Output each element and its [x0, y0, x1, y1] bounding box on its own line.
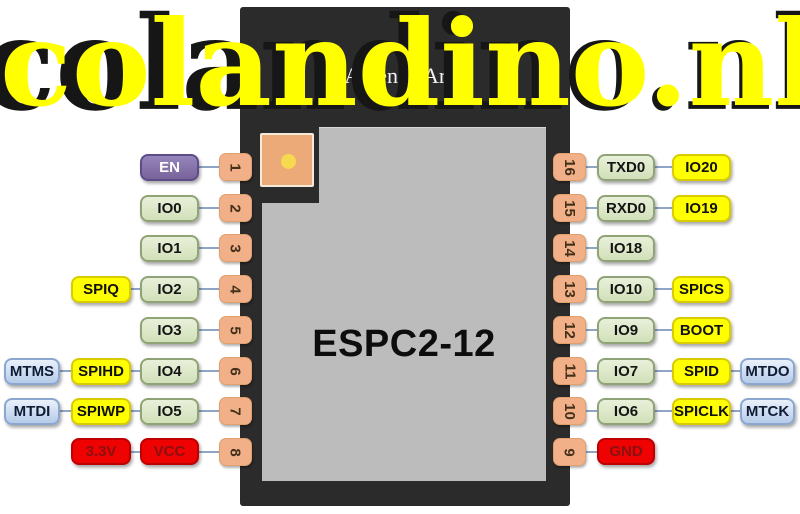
signal-box-io2: IO2	[140, 276, 199, 303]
pin-number: 9	[561, 447, 578, 457]
pin-pad-5: 5	[219, 316, 252, 344]
wire	[654, 166, 673, 168]
pin-number: 8	[227, 447, 244, 457]
pin-pad-6: 6	[219, 357, 252, 385]
signal-box-io9: IO9	[597, 317, 655, 344]
wire	[130, 451, 141, 453]
signal-box-io10: IO10	[597, 276, 655, 303]
wire	[585, 166, 598, 168]
wire	[585, 329, 598, 331]
pin-number: 16	[561, 158, 578, 176]
pin-pad-12: 12	[553, 316, 586, 344]
signal-box-en: EN	[140, 154, 199, 181]
signal-box-io6: IO6	[597, 398, 655, 425]
pin-pad-3: 3	[219, 234, 252, 262]
signal-box-io7: IO7	[597, 358, 655, 385]
wire	[730, 370, 741, 372]
wire	[654, 370, 673, 372]
pin-number: 6	[227, 366, 244, 376]
wire	[198, 329, 220, 331]
jtag-box-mtdi: MTDI	[4, 398, 60, 425]
pin-pad-7: 7	[219, 397, 252, 425]
signal-box-gnd: GND	[597, 438, 655, 465]
pin-pad-9: 9	[553, 438, 586, 466]
pin-pad-10: 10	[553, 397, 586, 425]
wire	[59, 410, 72, 412]
alt-function-box-spiq: SPIQ	[71, 276, 131, 303]
pin-number: 11	[560, 363, 578, 379]
jtag-box-mtms: MTMS	[4, 358, 60, 385]
chip-name: ESPC2-12	[312, 323, 496, 365]
pin-pad-2: 2	[219, 194, 252, 222]
jtag-box-mtck: MTCK	[740, 398, 795, 425]
jtag-box-mtdo: MTDO	[740, 358, 795, 385]
pin-pad-4: 4	[219, 275, 252, 303]
wire	[730, 410, 741, 412]
pin-number: 7	[227, 406, 244, 416]
alt-function-box-io19: IO19	[672, 195, 731, 222]
alt-function-box-io20: IO20	[672, 154, 731, 181]
pin-pad-14: 14	[553, 234, 586, 262]
alt-function-box-spihd: SPIHD	[71, 358, 131, 385]
antenna-area-label: Antenna Area	[344, 63, 466, 88]
signal-box-io1: IO1	[140, 235, 199, 262]
alt-function-box-spiclk: SPICLK	[672, 398, 731, 425]
wire	[198, 288, 220, 290]
pin-number: 12	[561, 321, 578, 339]
pin-number: 14	[561, 239, 578, 257]
wire	[585, 410, 598, 412]
wire	[654, 288, 673, 290]
wire	[654, 329, 673, 331]
wire	[198, 451, 220, 453]
pin-pad-1: 1	[219, 153, 252, 181]
signal-box-io0: IO0	[140, 195, 199, 222]
pin-number: 3	[227, 243, 244, 253]
signal-box-io4: IO4	[140, 358, 199, 385]
alt-function-box-boot: BOOT	[672, 317, 731, 344]
signal-box-io18: IO18	[597, 235, 655, 262]
signal-box-txd0: TXD0	[597, 154, 655, 181]
wire	[198, 247, 220, 249]
signal-box-rxd0: RXD0	[597, 195, 655, 222]
antenna-feed-dot	[281, 154, 296, 169]
wire	[654, 410, 673, 412]
wire	[198, 207, 220, 209]
wire	[585, 451, 598, 453]
antenna-pad	[260, 133, 314, 187]
pin-pad-8: 8	[219, 438, 252, 466]
pin-pad-13: 13	[553, 275, 586, 303]
wire	[130, 370, 141, 372]
wire	[654, 207, 673, 209]
pin-number: 1	[227, 162, 244, 172]
wire	[585, 207, 598, 209]
wire	[585, 247, 598, 249]
wire	[59, 370, 72, 372]
pin-number: 10	[561, 402, 578, 420]
alt-function-box-spid: SPID	[672, 358, 731, 385]
signal-box-io5: IO5	[140, 398, 199, 425]
pin-pad-11: 11	[553, 357, 586, 385]
wire	[585, 370, 598, 372]
wire	[198, 370, 220, 372]
alt-function-box-spics: SPICS	[672, 276, 731, 303]
wire	[198, 166, 220, 168]
wire	[585, 288, 598, 290]
wire	[198, 410, 220, 412]
pin-pad-16: 16	[553, 153, 586, 181]
pin-number: 15	[561, 199, 578, 217]
signal-box-io3: IO3	[140, 317, 199, 344]
pin-number: 5	[227, 325, 244, 335]
pin-number: 2	[227, 203, 244, 213]
signal-box-vcc: VCC	[140, 438, 199, 465]
pin-number: 13	[561, 280, 578, 298]
pin-number: 4	[227, 284, 244, 294]
power-box-3v3: 3.3V	[71, 438, 131, 465]
pin-pad-15: 15	[553, 194, 586, 222]
wire	[130, 288, 141, 290]
chip-body: Antenna Area ESPC2-12	[240, 7, 570, 506]
alt-function-box-spiwp: SPIWP	[71, 398, 131, 425]
wire	[130, 410, 141, 412]
